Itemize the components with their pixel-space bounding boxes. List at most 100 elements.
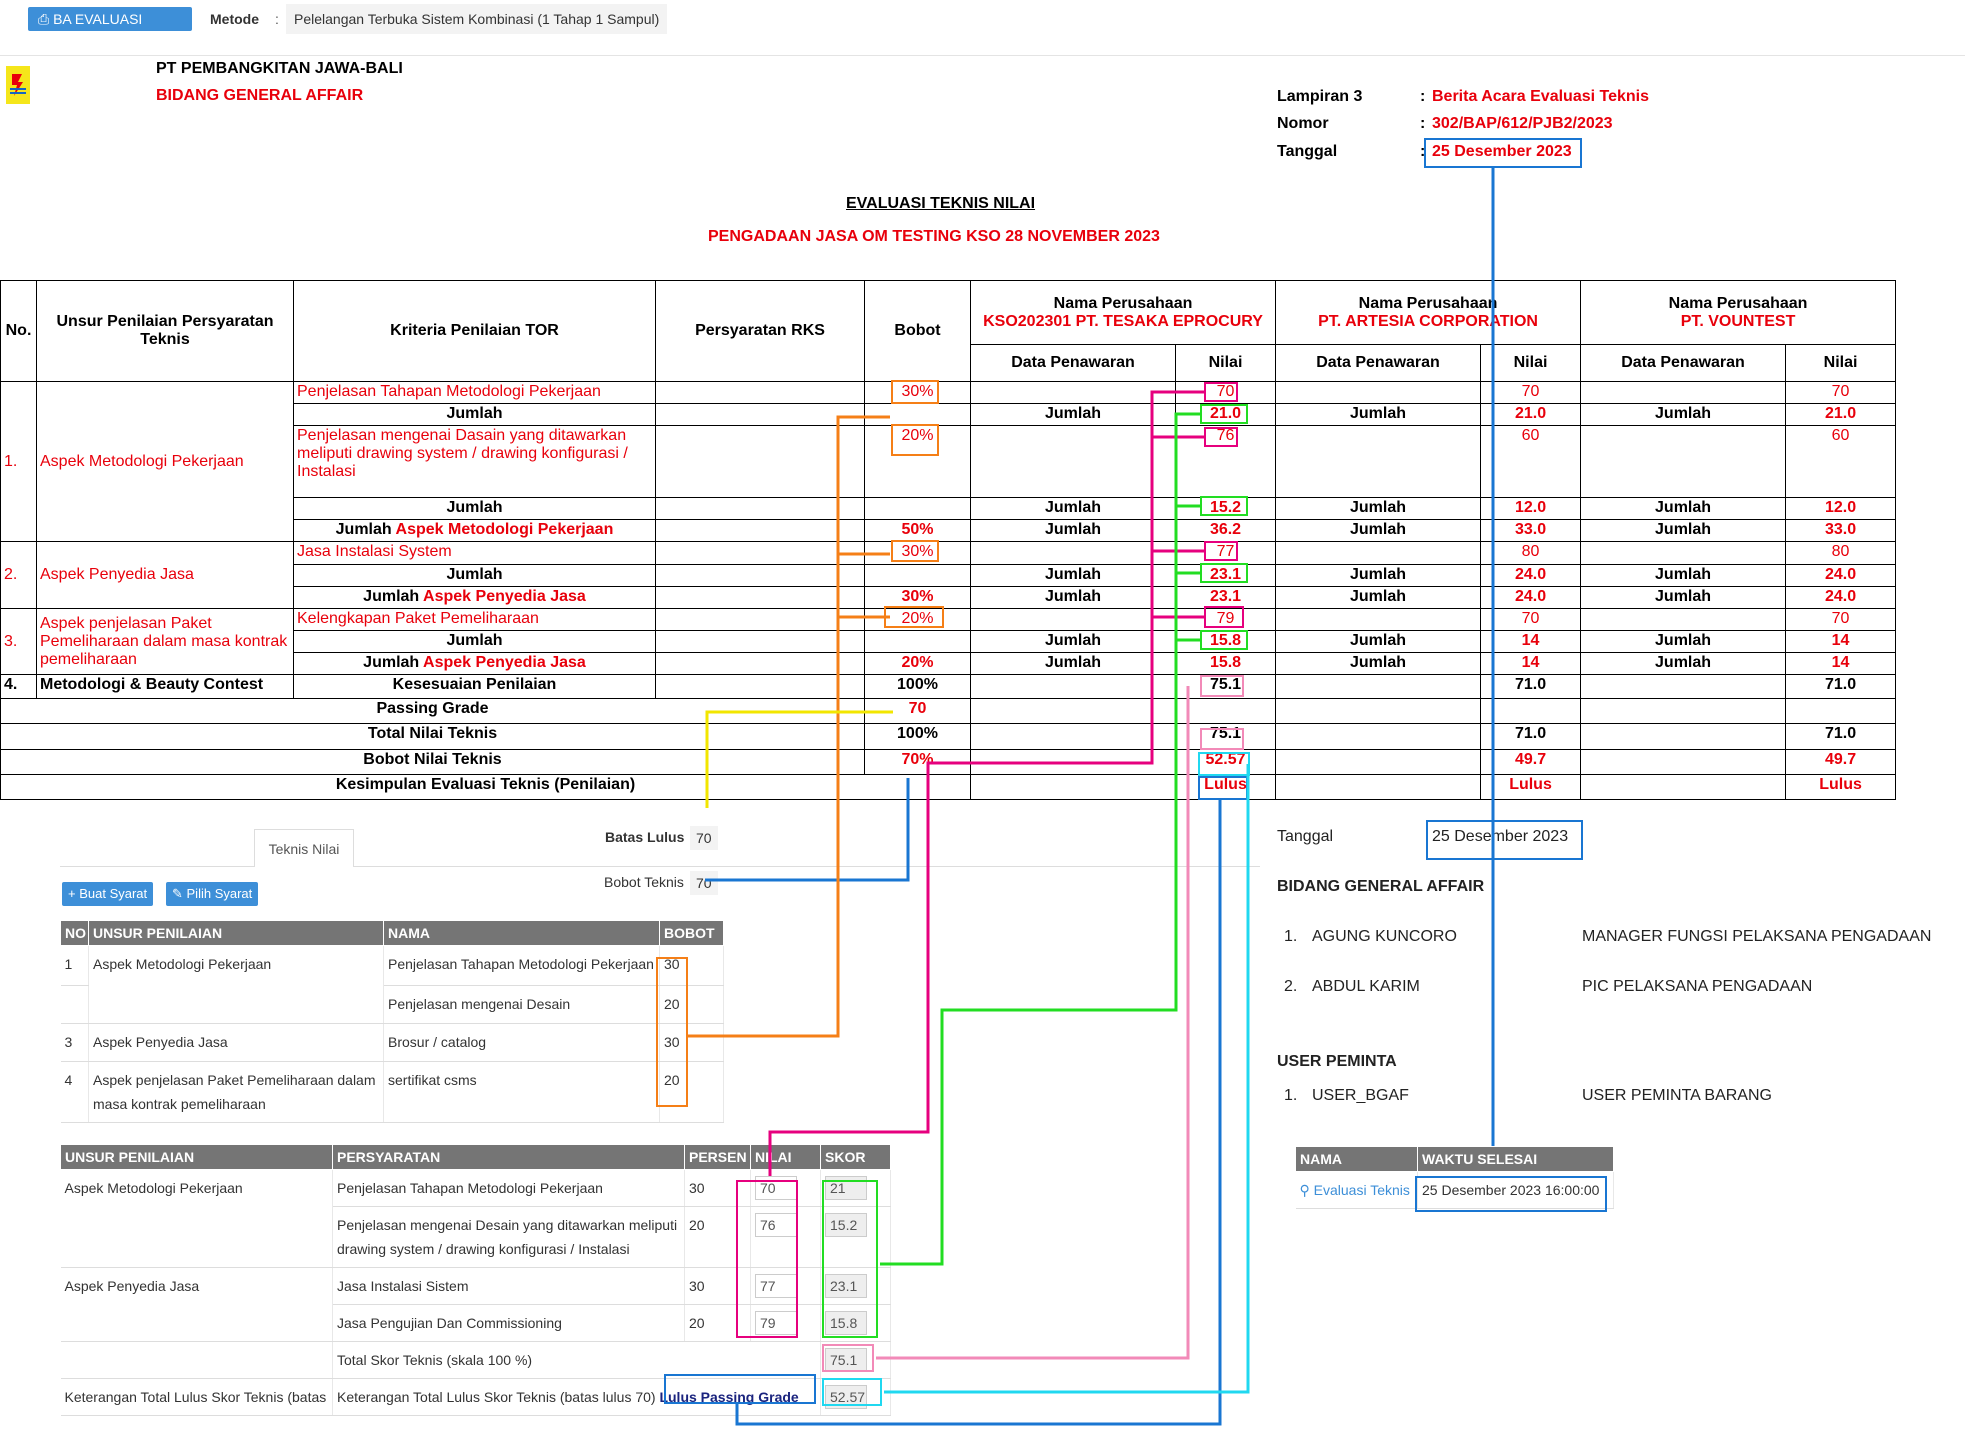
table-row: Total Skor Teknis (skala 100 %) 75.1 xyxy=(60,1341,891,1379)
bobot-cell: 30% xyxy=(864,380,971,404)
pilih-syarat-button[interactable]: ✎ Pilih Syarat xyxy=(166,882,259,906)
pln-logo-icon xyxy=(6,66,30,104)
kriteria-cell: Penjelasan Tahapan Metodologi Pekerjaan xyxy=(293,380,656,404)
jumlah-label: Jumlah xyxy=(1275,629,1482,654)
waktu-table: NAMA WAKTU SELESAI ⚲ Evaluasi Teknis 25 … xyxy=(1295,1146,1614,1209)
jumlah-label: Jumlah xyxy=(1580,402,1787,426)
skor-field: 21 xyxy=(825,1176,867,1200)
evaluasi-teknis-link[interactable]: ⚲ Evaluasi Teknis xyxy=(1295,1171,1418,1209)
table-row: Aspek Penyedia Jasa Jasa Instalasi Siste… xyxy=(60,1267,891,1342)
section-total-cell: 15.8 xyxy=(1174,652,1277,676)
row4-value: 71.0 xyxy=(1785,674,1897,700)
jumlah-label: Jumlah xyxy=(1580,497,1787,521)
section-unsur: Aspek Metodologi Pekerjaan xyxy=(36,380,294,543)
jumlah-label: Jumlah xyxy=(1275,652,1482,676)
user-peminta-title: USER PEMINTA xyxy=(1277,1053,1397,1070)
jumlah-label: Jumlah xyxy=(970,585,1176,609)
header-data-penawaran: Data Penawaran xyxy=(1275,344,1482,382)
keterangan-left: Keterangan Total Lulus Skor Teknis (bata… xyxy=(60,1378,333,1416)
header-kriteria: Kriteria Penilaian TOR xyxy=(293,280,656,382)
nilai-input[interactable]: 79 xyxy=(755,1311,797,1335)
jumlah-cell: 23.1 xyxy=(1174,563,1277,587)
jumlah-label: Jumlah xyxy=(1275,563,1482,587)
connector-line xyxy=(884,764,1250,1394)
col-header: PERSYARATAN xyxy=(332,1144,685,1170)
section-no: 1. xyxy=(0,380,37,543)
nilai-cell: 77 xyxy=(1174,541,1277,565)
section-total-cell: 14 xyxy=(1480,652,1582,676)
jumlah-label: Jumlah xyxy=(1580,585,1787,609)
bobot-nilai-bobot: 70% xyxy=(864,748,971,775)
section-total-cell: 33.0 xyxy=(1785,519,1897,543)
section-total-label: Jumlah Aspek Penyedia Jasa xyxy=(293,585,656,609)
nilai-input[interactable]: 76 xyxy=(755,1213,797,1237)
nomor-value: 302/BAP/612/PJB2/2023 xyxy=(1432,115,1613,132)
jumlah-cell: 24.0 xyxy=(1480,563,1582,587)
table-row: 3 Aspek Penyedia Jasa Brosur / catalog 3… xyxy=(60,1023,724,1062)
section-unsur: Aspek Penyedia Jasa xyxy=(36,541,294,609)
skor-field: 15.2 xyxy=(825,1213,867,1237)
nomor-colon: : xyxy=(1420,115,1426,132)
section-total-cell: 24.0 xyxy=(1480,585,1582,609)
nilai-cell: 60 xyxy=(1480,424,1582,499)
bobot-cell: 30% xyxy=(864,541,971,565)
user-name: USER_BGAF xyxy=(1312,1087,1409,1104)
header-unsur: Unsur Penilaian Persyaratan Teknis xyxy=(36,280,294,382)
sig-tanggal-value: 25 Desember 2023 xyxy=(1432,828,1569,845)
row4-unsur: Metodologi & Beauty Contest xyxy=(36,674,294,700)
batas-lulus-label: Batas Lulus xyxy=(605,829,685,845)
kesimpulan-value: Lulus xyxy=(1785,773,1897,801)
kesimpulan-value: Lulus xyxy=(1480,773,1582,801)
tab-teknis-nilai[interactable]: Teknis Nilai xyxy=(254,829,354,867)
keterangan-status: Lulus Passing Grade xyxy=(659,1389,799,1405)
tanggal-value: 25 Desember 2023 xyxy=(1432,143,1572,160)
section-total-cell: 36.2 xyxy=(1174,519,1277,543)
header-data-penawaran: Data Penawaran xyxy=(970,344,1176,382)
section-total-label: Jumlah Aspek Metodologi Pekerjaan xyxy=(293,519,656,543)
table-row: 1 Aspek Metodologi Pekerjaan Penjelasan … xyxy=(60,945,724,1024)
jumlah-cell: 15.2 xyxy=(1174,497,1277,521)
header-bobot: Bobot xyxy=(864,280,971,382)
person-no: 1. xyxy=(1284,928,1298,945)
nilai-cell: 80 xyxy=(1480,541,1582,565)
header-data-penawaran: Data Penawaran xyxy=(1580,344,1787,382)
col-header: PERSEN xyxy=(684,1144,751,1170)
row4-no: 4. xyxy=(0,674,37,700)
total-nilai-bobot: 100% xyxy=(864,723,971,750)
passing-grade-label: Passing Grade xyxy=(0,698,865,725)
total-skor-field: 75.1 xyxy=(825,1348,867,1372)
row4-bobot: 100% xyxy=(864,674,971,700)
jumlah-cell: 21.0 xyxy=(1480,402,1582,426)
user-role: USER PEMINTA BARANG xyxy=(1582,1087,1772,1104)
table-row: Aspek Metodologi Pekerjaan Penjelasan Ta… xyxy=(60,1169,891,1268)
header-persyaratan: Persyaratan RKS xyxy=(655,280,865,382)
section-total-cell: 23.1 xyxy=(1174,585,1277,609)
total-nilai-label: Total Nilai Teknis xyxy=(0,723,865,750)
bobot-nilai-value: 49.7 xyxy=(1785,748,1897,775)
buat-syarat-button[interactable]: + Buat Syarat xyxy=(62,882,154,906)
company-3-name: PT. VOUNTEST xyxy=(1680,312,1796,330)
section-total-cell: 24.0 xyxy=(1785,585,1897,609)
nilai-cell: 70 xyxy=(1785,607,1897,631)
table-row: ⚲ Evaluasi Teknis 25 Desember 2023 16:00… xyxy=(1295,1171,1614,1209)
top-toolbar: ⎙ BA EVALUASI TEKNIS Metode : Pelelangan… xyxy=(0,0,1965,56)
row4-value: 75.1 xyxy=(1174,674,1277,700)
ba-evaluasi-teknis-button[interactable]: ⎙ BA EVALUASI TEKNIS xyxy=(28,7,192,51)
jumlah-cell: 21.0 xyxy=(1174,402,1277,426)
nilai-input[interactable]: 70 xyxy=(755,1176,797,1200)
jumlah-label: Jumlah xyxy=(293,402,656,426)
col-header: NILAI xyxy=(750,1144,821,1170)
col-header: SKOR xyxy=(820,1144,891,1170)
company-1-name: KSO202301 PT. TESAKA EPROCURY xyxy=(983,312,1263,330)
person-role: MANAGER FUNGSI PELAKSANA PENGADAAN xyxy=(1582,928,1932,945)
jumlah-label: Jumlah xyxy=(293,497,656,521)
nilai-input[interactable]: 77 xyxy=(755,1274,797,1298)
company-2-name: PT. ARTESIA CORPORATION xyxy=(1318,312,1538,330)
jumlah-label: Jumlah xyxy=(1275,519,1482,543)
person-name: AGUNG KUNCORO xyxy=(1312,928,1457,945)
user-no: 1. xyxy=(1284,1087,1298,1104)
section-unsur: Aspek penjelasan Paket Pemeliharaan dala… xyxy=(36,607,294,676)
jumlah-cell: 12.0 xyxy=(1785,497,1897,521)
